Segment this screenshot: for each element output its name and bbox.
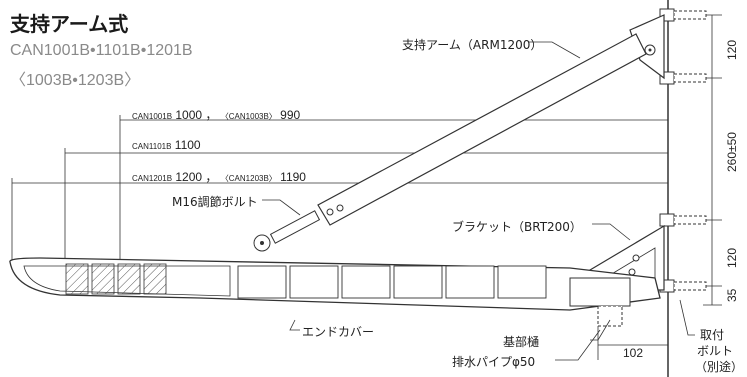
model-list: CAN1001B•1101B•1201B	[10, 42, 193, 59]
dim-260: 260±50	[725, 132, 739, 172]
dim-1200: CAN1201B 1200 ， 〈CAN1203B〉 1190	[132, 168, 306, 185]
dim-35: 35	[725, 288, 739, 302]
dim-102: 102	[623, 346, 644, 360]
callout-base-gutter: 基部樋	[503, 335, 540, 349]
dim-1100-value: 1100	[174, 138, 201, 152]
callout-support-arm: 支持アーム（ARM1200）	[402, 38, 543, 52]
panel-segments	[237, 265, 547, 299]
dim-1000-value: 1000	[175, 108, 203, 122]
page-title: 支持アーム式	[10, 12, 129, 36]
dim-1200-value: 1200	[175, 170, 203, 184]
anchor-bolts	[659, 8, 707, 293]
callout-anchor-3: （別途）	[695, 360, 744, 374]
callout-anchor-2: ボルト	[697, 344, 734, 358]
dim-1200-sep: ，	[205, 170, 218, 184]
dim-1200-model: CAN1201B	[132, 174, 173, 183]
dim-1200-alt-value: 1190	[280, 170, 306, 184]
dim-1200-alt-model: 〈CAN1203B〉	[220, 174, 277, 183]
dim-1100: CAN1101B 1100	[132, 138, 201, 152]
dim-1100-model: CAN1101B	[132, 142, 172, 151]
callout-anchor-1: 取付	[700, 328, 725, 342]
dim-120-top: 120	[725, 39, 739, 60]
adjust-bolt	[269, 210, 321, 244]
dim-1000-model: CAN1001B	[132, 112, 173, 121]
callout-drain-pipe: 排水パイプφ50	[452, 355, 536, 369]
dim-1000: CAN1001B 1000 ， 〈CAN1003B〉 990	[132, 106, 300, 123]
callout-adjust-bolt: M16調節ボルト	[172, 195, 258, 209]
dim-120-bottom: 120	[725, 247, 739, 268]
dim-1000-sep: ，	[205, 108, 218, 122]
base-gutter	[569, 277, 631, 307]
drain-pipe	[597, 305, 623, 327]
dim-1000-alt-model: 〈CAN1003B〉	[220, 112, 277, 121]
hatched-block	[65, 263, 89, 295]
dim-1000-alt-value: 990	[280, 108, 301, 122]
model-list-alt: 〈1003B•1203B〉	[10, 72, 141, 89]
callout-bracket: ブラケット（BRT200）	[452, 220, 582, 234]
vertical-dimension	[703, 14, 722, 306]
support-arm	[317, 33, 647, 226]
leader-lines	[262, 41, 695, 361]
dimension-lines	[11, 115, 668, 265]
callout-end-cover: エンドカバー	[302, 325, 375, 339]
